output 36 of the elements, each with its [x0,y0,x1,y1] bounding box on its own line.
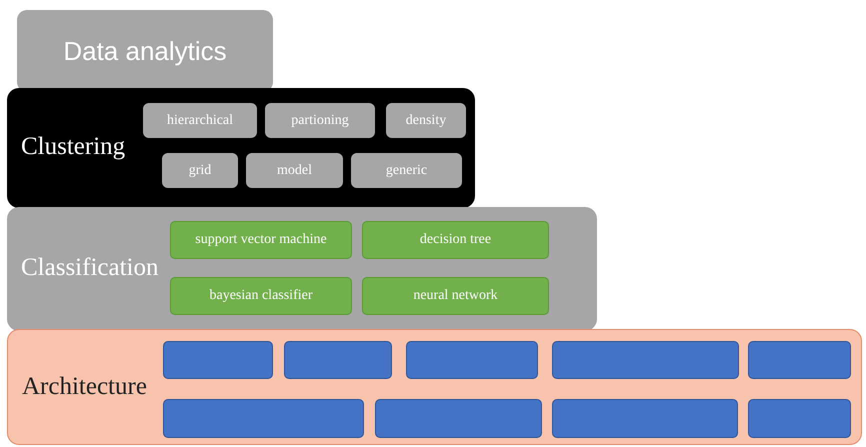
method-label: hierarchical [166,112,234,128]
method-label: decision tree [420,232,492,248]
layer-title: Clustering [21,133,126,161]
method-label: grid [188,162,212,178]
layer-title: Data analytics [63,36,227,66]
component-box [552,399,738,438]
component-box [163,341,273,379]
component-box [284,341,392,379]
component-box [375,399,542,438]
method-label: generic [386,162,428,178]
layer-title: Classification [21,254,158,282]
component-box [748,399,851,438]
layer-panel [7,88,475,208]
method-label: partioning [291,112,349,128]
method-label: support vector machine [195,232,327,248]
method-box [351,153,462,188]
method-box [265,103,375,138]
component-box [163,399,364,438]
method-box [170,277,352,315]
component-box [748,341,851,379]
component-box [552,341,739,379]
method-label: model [277,162,312,178]
layer-panel [7,207,597,331]
method-box [362,277,549,315]
layer-title: Architecture [22,373,147,401]
method-box [143,103,257,138]
layer-panel [7,329,862,445]
method-box [386,103,466,138]
component-box [406,341,538,379]
method-box [246,153,343,188]
method-label: bayesian classifier [209,288,312,304]
method-label: neural network [413,288,498,304]
method-label: density [406,112,446,128]
method-box [162,153,238,188]
method-box [170,221,352,259]
method-box [362,221,549,259]
